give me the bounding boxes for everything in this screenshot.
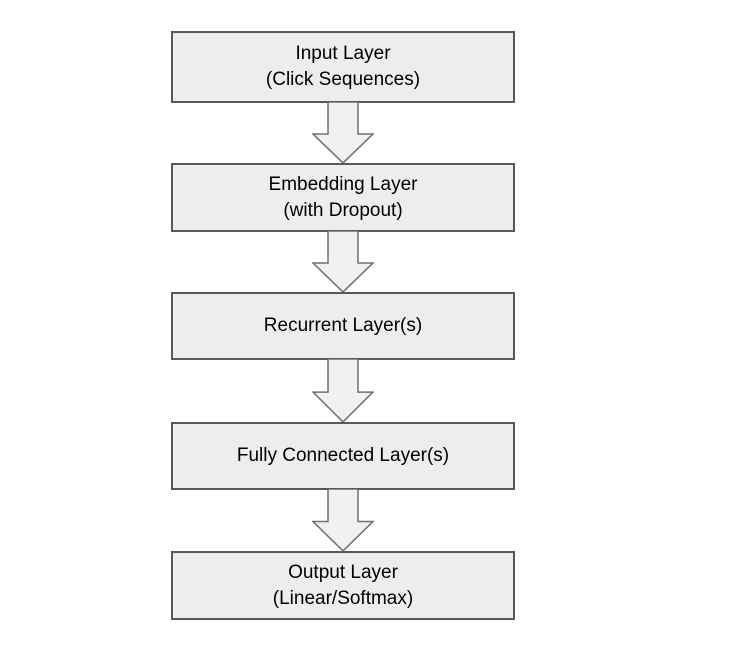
node-label-line: (Linear/Softmax) (272, 587, 414, 609)
flow-node-input-layer: Input Layer (Click Sequences) (171, 31, 515, 103)
node-label-line: Input Layer (295, 43, 391, 64)
flow-node-fully-connected-layer: Fully Connected Layer(s) (171, 422, 515, 490)
flow-node-recurrent-layer: Recurrent Layer(s) (171, 292, 515, 360)
node-label-line: (Click Sequences) (265, 69, 421, 90)
flow-node-embedding-layer: Embedding Layer (with Dropout) (171, 163, 515, 232)
down-block-arrow-icon (312, 489, 374, 552)
down-block-arrow-icon (312, 231, 374, 293)
down-block-arrow-icon (312, 359, 374, 423)
node-label-line: (with Dropout) (283, 199, 403, 221)
node-label-line: Recurrent Layer(s) (263, 315, 423, 336)
node-label-line: Embedding Layer (268, 173, 418, 195)
node-label-line: Output Layer (288, 561, 398, 583)
flow-node-output-layer: Output Layer (Linear/Softmax) (171, 551, 515, 620)
down-block-arrow-icon (312, 102, 374, 164)
node-label-line: Fully Connected Layer(s) (236, 445, 450, 466)
